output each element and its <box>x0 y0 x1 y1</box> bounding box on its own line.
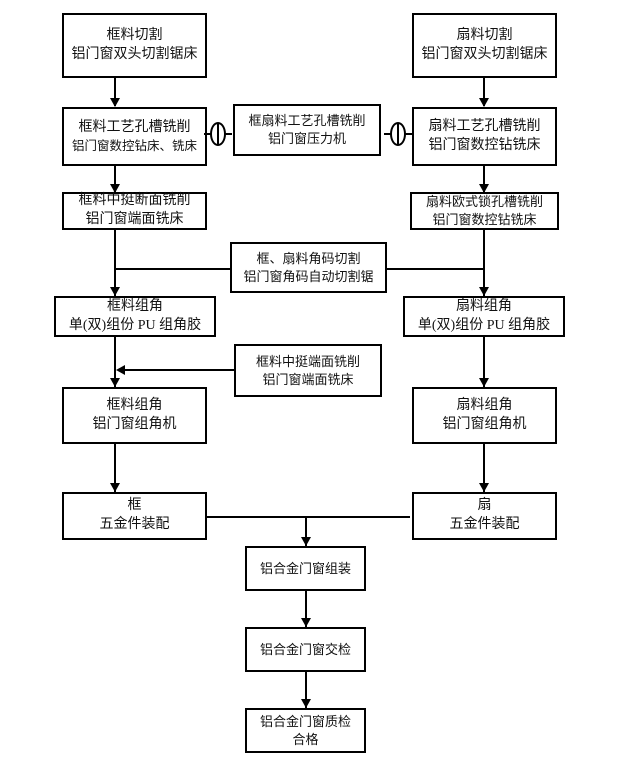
arrowhead-frame-corner-glue <box>110 287 120 296</box>
node-frame-cut[interactable]: 框料切割 铝门窗双头切割锯床 <box>62 13 207 78</box>
edge-frame-mullion-to-corner-glue <box>114 230 116 296</box>
node-quality-pass[interactable]: 铝合金门窗质检 合格 <box>245 708 366 753</box>
node-frame-corner-machine-line2: 铝门窗组角机 <box>92 416 177 432</box>
node-delivery-inspection[interactable]: 铝合金门窗交检 <box>245 627 366 672</box>
node-frame-cut-line1: 框料切割 <box>106 27 163 43</box>
arrowhead-sash-lock-mill <box>479 184 489 193</box>
node-corner-code-cut-line2: 铝门窗角码自动切割锯 <box>243 268 374 284</box>
arrowhead-sash-hardware <box>479 483 489 492</box>
node-assembly-line1: 铝合金门窗组装 <box>259 560 351 576</box>
node-frame-corner-machine[interactable]: 框料组角 铝门窗组角机 <box>62 387 207 444</box>
arrowhead-delivery-inspection <box>301 618 311 627</box>
node-frame-hole-mill-line1: 框料工艺孔槽铣削 <box>78 119 191 135</box>
node-frame-cut-line2: 铝门窗双头切割锯床 <box>71 46 198 62</box>
node-sash-lock-mill[interactable]: 扇料欧式锁孔槽铣削 铝门窗数控钻铣床 <box>410 192 559 230</box>
connector-node-right[interactable] <box>384 122 412 146</box>
edge-frame-hole-mill-to-mullion <box>114 166 116 192</box>
node-sash-lock-mill-line2: 铝门窗数控钻铣床 <box>432 212 537 227</box>
connector-node-right-vertical-bar <box>397 124 399 144</box>
edge-sash-lock-to-corner-glue <box>483 230 485 296</box>
node-frame-mullion-mill-line2: 铝门窗端面铣床 <box>85 212 184 227</box>
edge-assembly-to-delivery <box>305 591 307 627</box>
node-frame-mullion-mill[interactable]: 框料中挺断面铣削 铝门窗端面铣床 <box>62 192 207 230</box>
node-sash-lock-mill-line1: 扇料欧式锁孔槽铣削 <box>425 194 543 210</box>
node-corner-code-cut-line1: 框、扇料角码切割 <box>256 250 361 266</box>
edge-corner-code-to-left-column <box>114 268 231 270</box>
arrowhead-frame-corner-machine <box>110 378 120 387</box>
arrowhead-sash-corner-glue <box>479 287 489 296</box>
arrowhead-assembly <box>301 537 311 546</box>
edge-frame-corner-glue-to-machine <box>114 337 116 387</box>
edge-delivery-to-quality <box>305 672 307 708</box>
node-frame-hardware-line1: 框 <box>127 498 142 514</box>
edge-merge-to-assembly <box>305 516 307 546</box>
node-sash-hardware-line1: 扇 <box>477 498 492 514</box>
node-sash-hardware-line2: 五金件装配 <box>449 517 520 532</box>
arrowhead-mullion-end-mill <box>116 365 125 375</box>
arrowhead-quality-pass <box>301 699 311 708</box>
edge-sash-cut-to-hole-mill <box>483 78 485 106</box>
edge-corner-code-to-right-column <box>386 268 484 270</box>
arrowhead-frame-hole-mill <box>110 98 120 107</box>
node-sash-hole-mill-line1: 扇料工艺孔槽铣削 <box>428 118 541 134</box>
node-press-machine[interactable]: 框扇料工艺孔槽铣削 铝门窗压力机 <box>233 104 381 156</box>
node-frame-hole-mill-line2: 铝门窗数控钻床、铣床 <box>71 138 197 153</box>
node-frame-hardware-line2: 五金件装配 <box>99 517 170 532</box>
node-sash-corner-glue[interactable]: 扇料组角 单(双)组份 PU 组角胶 <box>403 296 565 337</box>
node-sash-hole-mill[interactable]: 扇料工艺孔槽铣削 铝门窗数控钻铣床 <box>412 107 557 166</box>
node-frame-hardware[interactable]: 框 五金件装配 <box>62 492 207 540</box>
node-frame-mullion-end-mill-line2: 铝门窗端面铣床 <box>262 371 354 387</box>
node-assembly[interactable]: 铝合金门窗组装 <box>245 546 366 591</box>
node-quality-pass-line2: 合格 <box>292 731 319 747</box>
arrowhead-sash-hole-mill <box>479 98 489 107</box>
arrowhead-frame-hardware <box>110 483 120 492</box>
node-sash-corner-glue-line2: 单(双)组份 PU 组角胶 <box>417 317 551 333</box>
node-delivery-inspection-line1: 铝合金门窗交检 <box>259 641 351 657</box>
node-frame-corner-glue-line2: 单(双)组份 PU 组角胶 <box>68 317 202 333</box>
node-frame-mullion-mill-line1: 框料中挺断面铣削 <box>78 193 191 209</box>
node-sash-corner-machine-line1: 扇料组角 <box>456 397 513 413</box>
edge-frame-cut-to-hole-mill <box>114 78 116 106</box>
node-sash-cut-line1: 扇料切割 <box>456 27 513 43</box>
node-sash-cut[interactable]: 扇料切割 铝门窗双头切割锯床 <box>412 13 557 78</box>
edge-hardware-merge-bar <box>177 516 410 518</box>
node-quality-pass-line1: 铝合金门窗质检 <box>259 713 351 729</box>
edge-sash-corner-machine-to-hardware <box>483 444 485 492</box>
node-frame-mullion-end-mill[interactable]: 框料中挺端面铣削 铝门窗端面铣床 <box>234 344 382 397</box>
node-press-machine-line2: 铝门窗压力机 <box>267 131 346 146</box>
node-frame-corner-machine-line1: 框料组角 <box>106 397 163 413</box>
node-sash-corner-machine-line2: 铝门窗组角机 <box>442 416 527 432</box>
node-frame-corner-glue-line1: 框料组角 <box>107 298 163 314</box>
edge-frame-corner-machine-to-hardware <box>114 444 116 492</box>
arrowhead-frame-mullion-mill <box>110 184 120 193</box>
node-press-machine-line1: 框扇料工艺孔槽铣削 <box>248 113 366 129</box>
edge-sash-corner-glue-to-machine <box>483 337 485 387</box>
node-sash-hardware[interactable]: 扇 五金件装配 <box>412 492 557 540</box>
node-sash-corner-machine[interactable]: 扇料组角 铝门窗组角机 <box>412 387 557 444</box>
node-frame-hole-mill[interactable]: 框料工艺孔槽铣削 铝门窗数控钻床、铣床 <box>62 107 207 166</box>
node-corner-code-cut[interactable]: 框、扇料角码切割 铝门窗角码自动切割锯 <box>230 242 387 293</box>
node-sash-corner-glue-line1: 扇料组角 <box>456 298 512 314</box>
connector-node-left-vertical-bar <box>217 124 219 144</box>
edge-sash-hole-mill-to-lock-mill <box>483 166 485 192</box>
arrowhead-sash-corner-machine <box>479 378 489 387</box>
node-sash-cut-line2: 铝门窗双头切割锯床 <box>421 46 548 62</box>
edge-mullion-end-mill-to-left-column <box>124 369 234 371</box>
node-frame-mullion-end-mill-line1: 框料中挺端面铣削 <box>255 353 360 369</box>
connector-node-left[interactable] <box>204 122 232 146</box>
node-sash-hole-mill-line2: 铝门窗数控钻铣床 <box>428 137 541 153</box>
node-frame-corner-glue[interactable]: 框料组角 单(双)组份 PU 组角胶 <box>54 296 216 337</box>
